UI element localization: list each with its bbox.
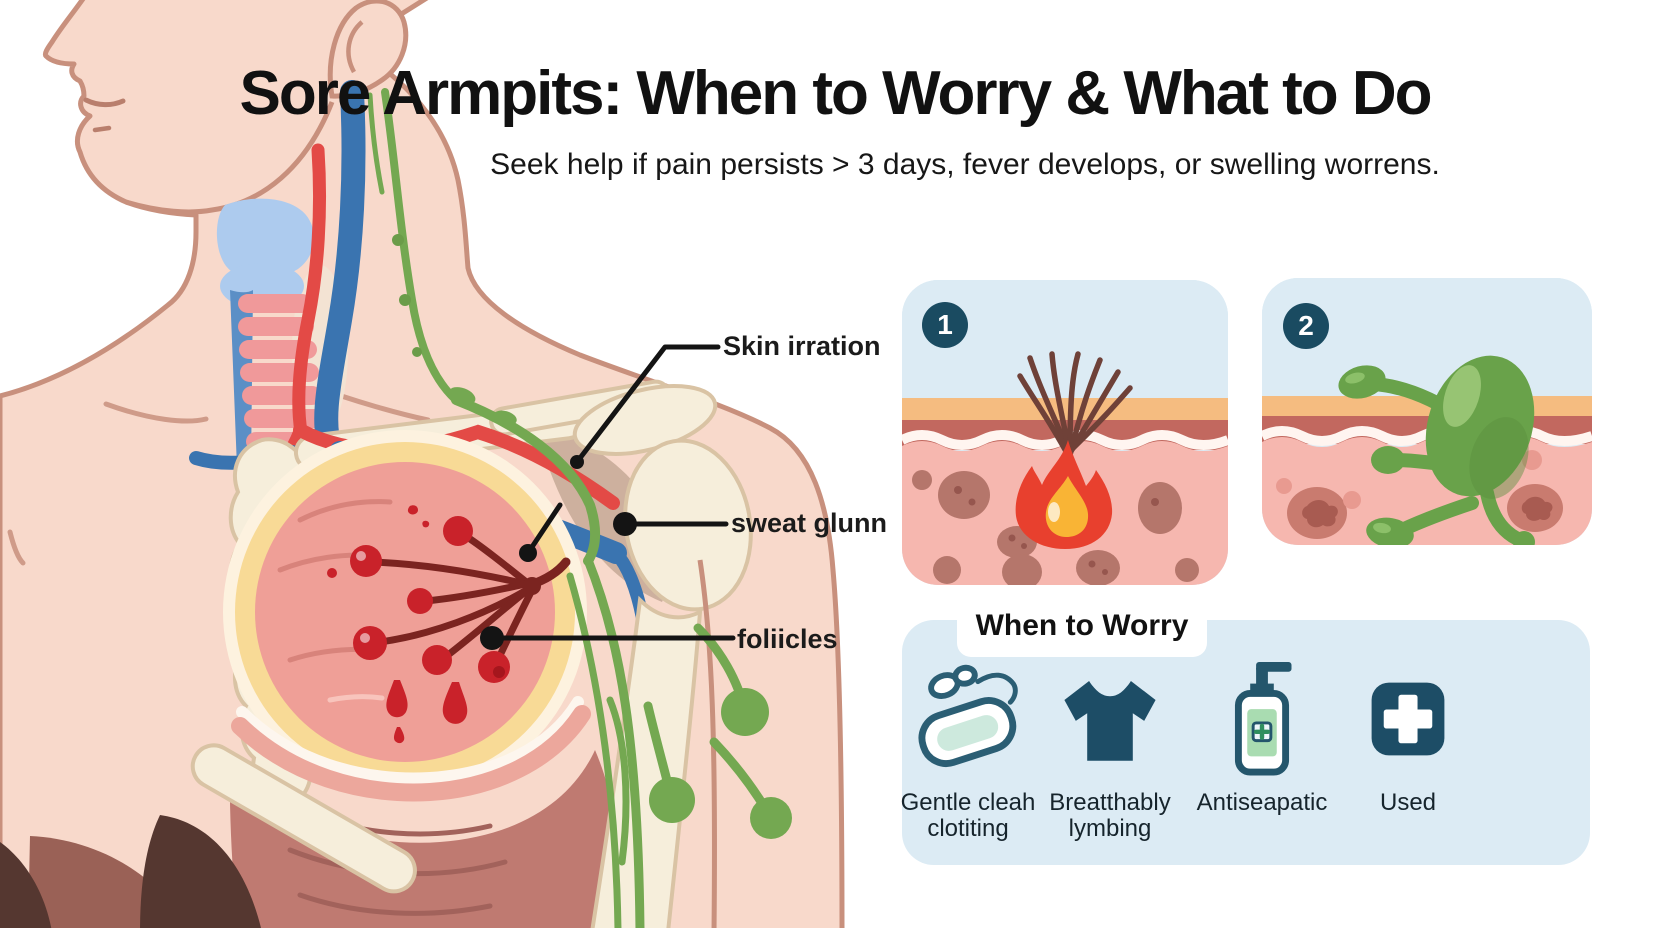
duct-hub — [523, 577, 541, 595]
rib-bone — [190, 743, 417, 894]
follicle-highlight — [356, 551, 366, 561]
blood-drop — [442, 682, 468, 724]
armpit-streak — [297, 499, 393, 523]
cell-specks — [954, 486, 1159, 575]
flame-inner — [1045, 476, 1089, 537]
cell-blotch — [1521, 496, 1553, 521]
page-subtitle: Seek help if pain persists > 3 days, fev… — [490, 148, 1440, 181]
germ-body-highlight — [1443, 365, 1481, 427]
blood-drop — [386, 680, 408, 718]
arm-lymph-2 — [566, 572, 622, 928]
lymph-chain-neck — [381, 88, 460, 404]
panel-germ-lymph: 2 — [1262, 278, 1592, 545]
worry-item-label: Antiseapatic — [1196, 789, 1328, 816]
worry-item-breathable: Breatthably lymbing — [1035, 648, 1185, 842]
germ-bulb — [1371, 446, 1405, 474]
armpit-core — [255, 462, 555, 762]
lymph-dot — [399, 294, 411, 306]
red-mark — [407, 505, 418, 515]
worry-item-antiseptic: Antiseapatic — [1187, 648, 1337, 816]
arm-lymph-1 — [583, 555, 645, 928]
organ-dark-corner — [0, 842, 52, 928]
ear-inner-line — [346, 20, 364, 74]
flame-highlight — [1048, 502, 1060, 522]
follicle-dark — [493, 666, 505, 678]
lymph-dot — [412, 347, 422, 357]
lymph-leaf — [448, 387, 476, 405]
germ-body-shade — [1469, 417, 1529, 499]
first-aid-icon — [1371, 682, 1445, 756]
label-follicles: foliicles — [737, 624, 838, 654]
lymph-leaf — [493, 410, 517, 426]
carotid-artery — [292, 143, 327, 439]
red-mark — [422, 520, 430, 528]
chin-dash — [92, 125, 112, 133]
lymph-node — [750, 797, 792, 839]
panel-irritated-follicle: 1 — [902, 280, 1228, 585]
worry-title-chip: When to Worry — [957, 595, 1207, 657]
soap-icon — [918, 664, 1018, 768]
chest-crease-left — [7, 529, 26, 566]
shoulder-crease-left — [103, 401, 209, 424]
lymph-node — [721, 688, 769, 736]
anatomy-illustration — [0, 0, 845, 928]
skin-cross-section-1 — [902, 280, 1228, 585]
callout-dot-follicle — [480, 626, 504, 650]
germ-bulb — [1513, 531, 1535, 545]
fascia-salmon-arc — [231, 705, 591, 802]
worry-title: When to Worry — [975, 609, 1189, 642]
lymph-dot — [392, 234, 404, 246]
germ-bulb-highlight — [1373, 522, 1391, 534]
red-mark — [327, 568, 337, 578]
lymph-chain-neck-2 — [367, 92, 385, 195]
callout-dot-mid — [519, 544, 537, 562]
thyroid-cartilage — [216, 198, 314, 281]
follicle-highlight — [360, 633, 370, 643]
armpit-highlight — [327, 694, 385, 703]
germ-bulb-highlight — [1345, 372, 1365, 384]
skin-cross-section-2 — [1262, 278, 1592, 545]
ear — [327, 0, 409, 99]
worry-item-label: Breatthably lymbing — [1049, 789, 1171, 842]
follicle-ducts — [370, 531, 571, 666]
germ-bulb — [1338, 365, 1386, 399]
cell-blotch — [1302, 500, 1338, 528]
worry-item-label: Gentle cleah clotiting — [900, 789, 1036, 842]
organ-dark — [140, 815, 261, 928]
dermis-cells — [912, 470, 1199, 585]
mouth-line — [83, 97, 126, 108]
fascia-white-arc — [236, 696, 584, 785]
when-to-worry-panel: When to Worry Gentle cleah clotiting — [901, 595, 1590, 865]
hair-tuft — [1017, 351, 1133, 458]
panel-number-badge: 1 — [922, 302, 968, 348]
jugular-vein — [314, 80, 366, 464]
arm-inner-edge — [697, 559, 717, 928]
jaw-line — [125, 101, 335, 215]
callout-lines — [489, 344, 736, 641]
page-title: Sore Armpits: When to Worry & What to Do — [239, 59, 1433, 128]
panel-number-badge: 2 — [1283, 303, 1329, 349]
label-sweat-gland: sweat glunn — [731, 508, 888, 538]
callout-dot-skin — [570, 455, 584, 469]
callout-dot-sweat — [613, 512, 637, 536]
worry-item-label: Used — [1379, 789, 1437, 816]
tshirt-icon — [1064, 676, 1156, 761]
lymph-node — [649, 777, 695, 823]
arm-lymph-weave — [606, 696, 630, 866]
antiseptic-bottle-icon — [1234, 661, 1292, 776]
organ-mauve — [28, 836, 177, 928]
worry-item-first-aid: Used — [1333, 648, 1483, 816]
label-skin-irritation: Skin irration — [723, 331, 881, 361]
worry-item-gentle-clean: Gentle cleah clotiting — [893, 648, 1043, 842]
muscle-mass — [229, 750, 628, 928]
blood-drop-small — [393, 727, 405, 744]
